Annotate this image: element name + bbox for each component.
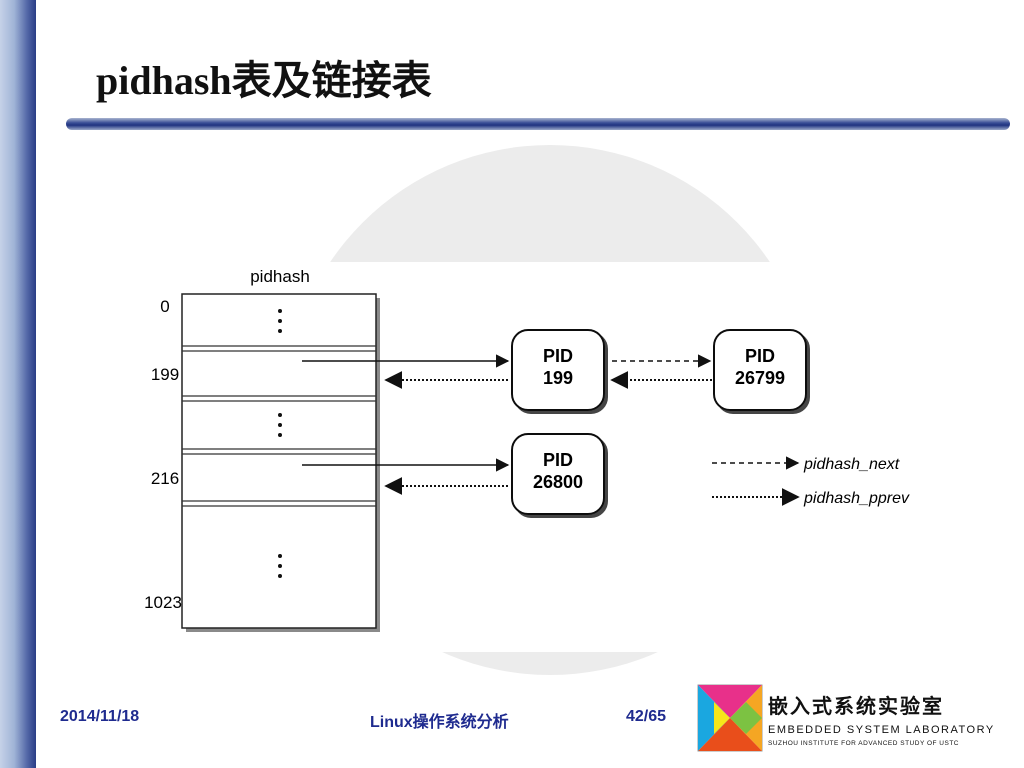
- lab-logo-mark: [697, 684, 763, 752]
- table-label: pidhash: [250, 267, 310, 286]
- pidhash-table: [181, 293, 377, 629]
- footer-date: 2014/11/18: [60, 708, 140, 725]
- legend-pprev-label: pidhash_pprev: [803, 490, 910, 507]
- title-underline: [66, 118, 1010, 130]
- legend-next-label: pidhash_next: [803, 456, 900, 473]
- table-row-lines: [182, 345, 376, 507]
- row-label-1023: 1023: [144, 593, 182, 612]
- left-decor-bar: [0, 0, 36, 768]
- node-pid-26799-line1: PID: [745, 346, 775, 366]
- node-pid-199-line2: 199: [543, 368, 573, 388]
- slide-title: pidhash表及链接表: [96, 58, 432, 103]
- row-label-216: 216: [151, 469, 179, 488]
- node-pid-199: PID 199: [511, 329, 605, 411]
- lab-institute: SUZHOU INSTITUTE FOR ADVANCED STUDY OF U…: [768, 740, 959, 747]
- lab-name-en: EMBEDDED SYSTEM LABORATORY: [768, 724, 995, 736]
- row-label-199: 199: [151, 365, 179, 384]
- footer-page-number: 42/65: [626, 708, 667, 725]
- legend: pidhash_next pidhash_pprev: [712, 456, 910, 507]
- node-pid-26799-line2: 26799: [735, 368, 785, 388]
- table-ellipsis: [278, 309, 282, 578]
- node-pid-199-line1: PID: [543, 346, 573, 366]
- node-pid-26799: PID 26799: [713, 329, 807, 411]
- lab-name-cn: 嵌入式系统实验室: [768, 696, 944, 718]
- row-label-0: 0: [160, 297, 169, 316]
- node-pid-26800-line2: 26800: [533, 472, 583, 492]
- node-pid-26800-line1: PID: [543, 450, 573, 470]
- footer-course: Linux操作系统分析: [370, 714, 509, 731]
- node-pid-26800: PID 26800: [511, 433, 605, 515]
